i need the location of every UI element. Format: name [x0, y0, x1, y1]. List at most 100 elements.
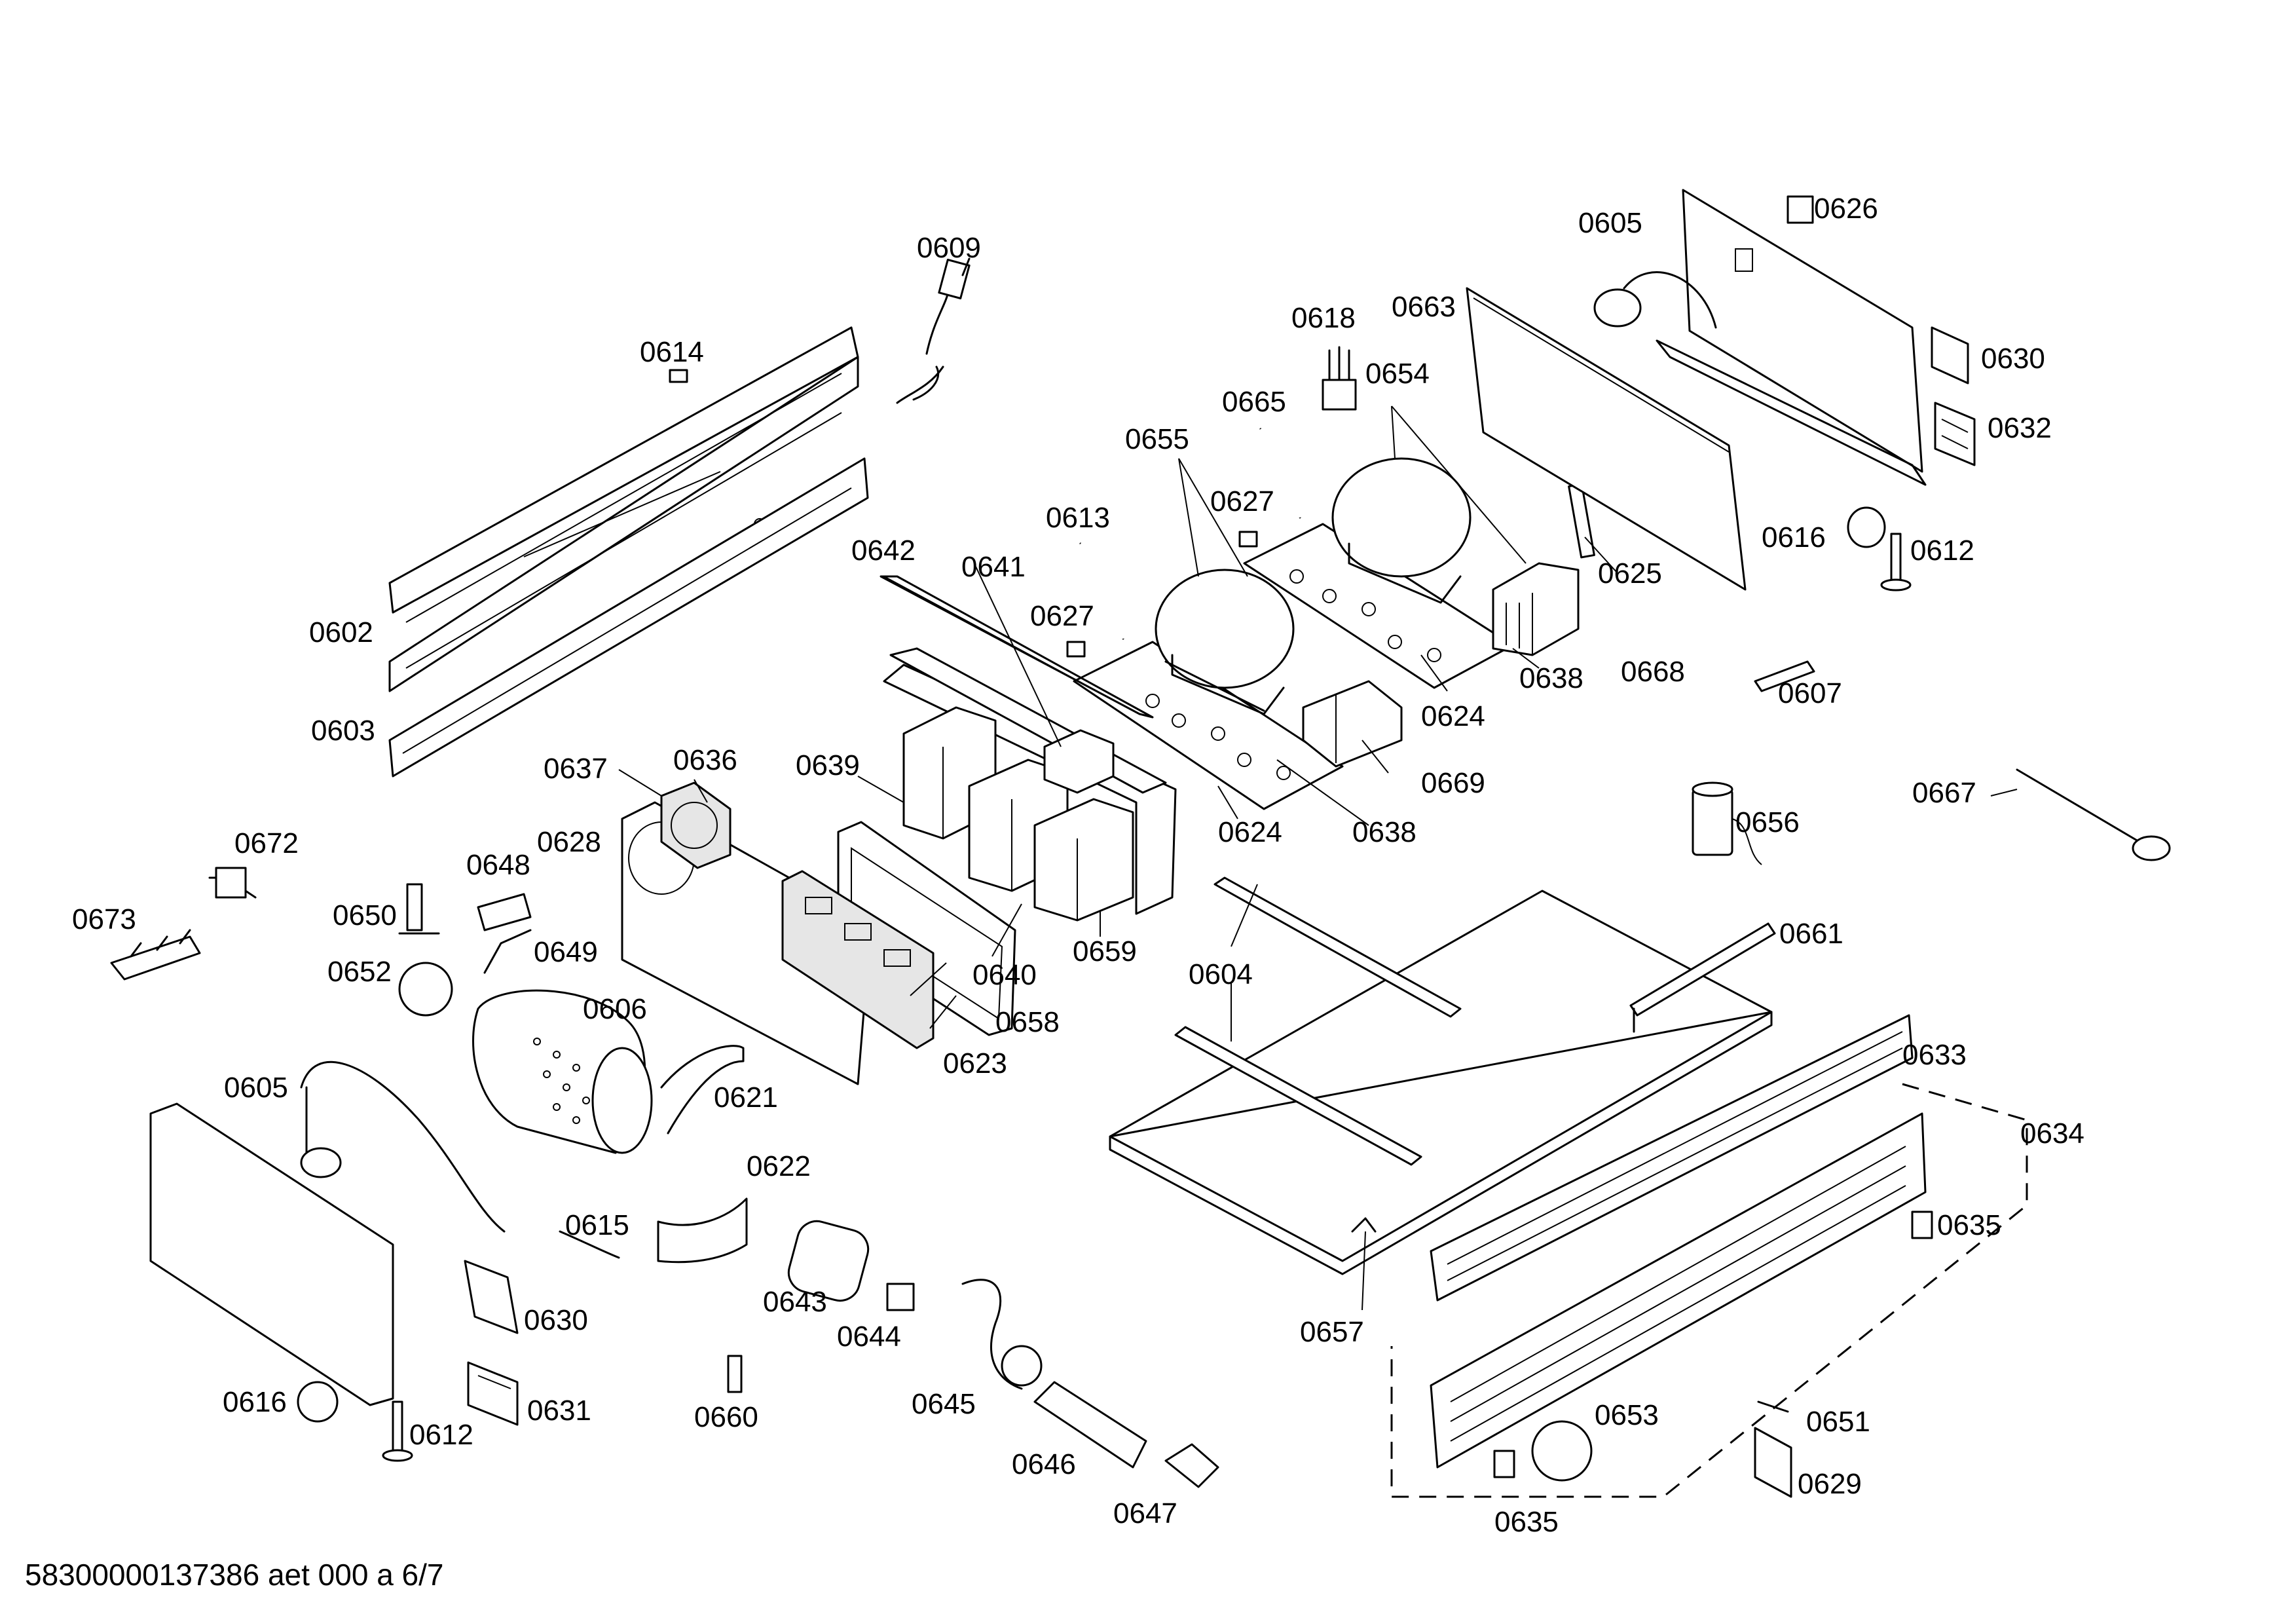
label-0656: 0656	[1735, 806, 1800, 838]
part-0604-strip-lower[interactable]	[1174, 1026, 1422, 1166]
part-0603-panel[interactable]	[388, 457, 869, 778]
label-0626: 0626	[1814, 193, 1878, 225]
part-0613-tube[interactable]	[1079, 542, 1126, 640]
label-0612b: 0612	[409, 1419, 473, 1451]
part-0630-bracket-upper[interactable]	[1931, 326, 1969, 385]
part-0650-bracket[interactable]	[398, 883, 440, 935]
part-0629-bracket[interactable]	[1754, 1427, 1792, 1498]
part-0616-roller-upper[interactable]	[1847, 506, 1886, 548]
part-0612-foot-lower[interactable]	[382, 1400, 413, 1462]
label-0644: 0644	[837, 1321, 901, 1353]
part-0609-power-cord[interactable]	[896, 257, 971, 404]
label-0673: 0673	[72, 903, 136, 935]
part-0618-relay[interactable]	[1322, 346, 1357, 411]
part-0655-compressor[interactable]	[1155, 569, 1295, 715]
label-0616b: 0616	[223, 1386, 287, 1418]
label-0604: 0604	[1189, 958, 1253, 990]
part-0656-capacitor[interactable]	[1692, 781, 1762, 865]
label-0663: 0663	[1392, 291, 1456, 323]
part-0631-bracket-lower[interactable]	[467, 1361, 519, 1426]
part-0649-clamp[interactable]	[483, 929, 532, 974]
part-0633-grille[interactable]	[1430, 1014, 1914, 1302]
part-0605-side-panel[interactable]	[149, 1060, 506, 1406]
part-0669-starter[interactable]	[1302, 680, 1403, 768]
part-0648-holder[interactable]	[477, 893, 532, 931]
part-0621-bracket[interactable]	[660, 1045, 745, 1135]
label-0606: 0606	[583, 993, 647, 1025]
part-0672-water-valve[interactable]	[208, 867, 257, 899]
label-0630a: 0630	[1981, 343, 2045, 375]
part-0634-grille-assembly[interactable]	[1430, 1112, 1927, 1469]
part-0604-strip-upper[interactable]	[1213, 876, 1462, 1018]
part-0606-blower[interactable]	[472, 989, 653, 1154]
label-0602: 0602	[309, 616, 373, 648]
label-0652: 0652	[327, 956, 392, 988]
part-0653-motor[interactable]	[1531, 1420, 1593, 1482]
part-0607-terminal-strip[interactable]	[1754, 660, 1815, 692]
label-0643: 0643	[763, 1286, 827, 1318]
part-0638-plate-front[interactable]	[1073, 641, 1344, 810]
part-0668-control-box[interactable]	[1492, 562, 1580, 656]
label-0649: 0649	[534, 936, 598, 968]
label-0639: 0639	[796, 749, 860, 781]
part-0665-tube[interactable]	[1258, 427, 1303, 519]
label-0624b: 0624	[1218, 816, 1282, 848]
part-0646-tube-heater[interactable]	[1033, 1381, 1147, 1469]
label-0646: 0646	[1012, 1448, 1076, 1480]
label-0623: 0623	[943, 1047, 1007, 1079]
label-0655: 0655	[1125, 423, 1189, 455]
label-0638a: 0638	[1519, 662, 1583, 694]
label-0642: 0642	[851, 535, 916, 567]
label-0658: 0658	[995, 1006, 1060, 1038]
part-0632-bracket-upper[interactable]	[1934, 402, 1976, 466]
label-0627a: 0627	[1030, 600, 1094, 632]
label-0651: 0651	[1806, 1406, 1870, 1438]
part-0661-rail[interactable]	[1629, 922, 1776, 1033]
label-0624a: 0624	[1421, 700, 1485, 732]
part-0663-rear-panel[interactable]	[1466, 287, 1747, 591]
label-0657: 0657	[1300, 1316, 1364, 1348]
part-base-plate[interactable]	[1109, 890, 1773, 1275]
label-0605a: 0605	[1578, 207, 1642, 239]
part-0636-fan[interactable]	[660, 781, 731, 869]
label-0627b: 0627	[1210, 485, 1274, 517]
part-0615-sensor[interactable]	[559, 1230, 620, 1259]
part-0652-motor-cap[interactable]	[398, 962, 453, 1017]
part-0641-relay-block[interactable]	[1043, 729, 1115, 794]
part-0614-clip[interactable]	[669, 369, 688, 383]
label-0632: 0632	[1988, 412, 2052, 444]
part-0612-foot-upper[interactable]	[1880, 533, 1912, 591]
label-0614: 0614	[640, 336, 704, 368]
part-0647-end-cap[interactable]	[1164, 1443, 1219, 1488]
part-0673-bracket[interactable]	[110, 929, 201, 981]
blower-holes	[533, 1038, 590, 1124]
label-0633: 0633	[1902, 1039, 1967, 1071]
part-0623-pcb[interactable]	[781, 870, 935, 1049]
part-0616-roller-lower[interactable]	[297, 1381, 339, 1423]
label-0647: 0647	[1113, 1497, 1177, 1530]
part-0651-pin[interactable]	[1757, 1400, 1789, 1413]
part-0627-grommet-a[interactable]	[1066, 641, 1086, 658]
part-0643-capacitor[interactable]	[785, 1217, 873, 1305]
part-0627-grommet-b[interactable]	[1238, 531, 1258, 548]
part-0654-compressor[interactable]	[1331, 457, 1472, 604]
part-0667-drain-tube[interactable]	[2016, 768, 2171, 861]
label-0637: 0637	[544, 753, 608, 785]
label-0669: 0669	[1421, 767, 1485, 799]
label-0625: 0625	[1598, 557, 1662, 590]
part-0659-transformer[interactable]	[1033, 798, 1134, 922]
part-0605-rear-bracket[interactable]	[1593, 189, 1927, 486]
part-0630-bracket-lower[interactable]	[464, 1260, 519, 1334]
label-0660: 0660	[694, 1401, 758, 1433]
part-0657-clip[interactable]	[1351, 1217, 1377, 1233]
part-0602-panel[interactable]	[388, 326, 859, 692]
part-0635-badge-lower[interactable]	[1493, 1450, 1515, 1478]
part-0635-badge-upper[interactable]	[1911, 1210, 1933, 1239]
label-0615: 0615	[565, 1209, 629, 1241]
part-0644-valve[interactable]	[886, 1283, 915, 1311]
part-0622-shroud[interactable]	[657, 1197, 748, 1264]
part-0645-connector-cable[interactable]	[961, 1279, 1043, 1390]
part-0626-connector[interactable]	[1787, 195, 1814, 224]
part-0660-spring[interactable]	[727, 1355, 743, 1393]
